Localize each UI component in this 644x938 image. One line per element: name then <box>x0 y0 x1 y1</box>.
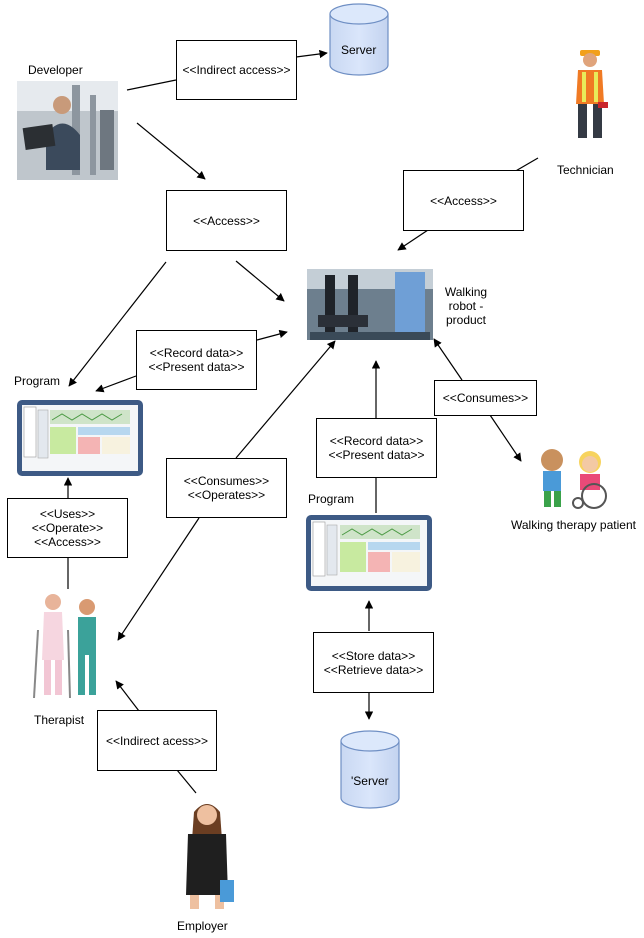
developer-label: Developer <box>28 63 83 77</box>
technician-label: Technician <box>557 163 614 177</box>
record-data-text-left: <<Record data>> <box>149 346 244 360</box>
consumes-to-patient-arrow <box>489 414 522 462</box>
therapist-figures <box>33 594 96 699</box>
retrieve-data-text: <<Retrieve data>> <box>323 662 424 677</box>
present-data-text-left: <<Present data>> <box>148 360 245 374</box>
access-box-developer: <<Access>> <box>166 190 287 251</box>
robot-photo <box>307 269 433 340</box>
patient-figures <box>541 449 607 509</box>
server-top-label: Server <box>341 43 377 57</box>
store-data-text: <<Store data>> <box>331 648 416 663</box>
record-present-box-left: <<Record data>> <<Present data>> <box>136 330 257 390</box>
indirect-access-box: <<Indirect access>> <box>176 40 297 100</box>
employer-to-indirect-line <box>176 769 197 794</box>
robot-label: Walking robot - product <box>444 285 488 327</box>
technician-figure <box>576 50 608 138</box>
server-top-cylinder <box>329 3 389 76</box>
consumes-operates-to-robot-arrow <box>235 340 336 459</box>
record-data-text-right: <<Record data>> <box>329 434 424 448</box>
program-right-label: Program <box>308 492 355 506</box>
consumes-text: <<Consumes>> <box>442 391 529 405</box>
access-text-technician: <<Access>> <box>430 193 497 208</box>
indirect-to-therapist-arrow <box>115 680 140 712</box>
consumes-to-robot-arrow <box>433 338 463 381</box>
store-retrieve-box: <<Store data>> <<Retrieve data>> <box>313 632 434 693</box>
present-data-text-right: <<Present data>> <box>328 448 425 462</box>
indirect-box-to-server-arrow <box>295 49 328 59</box>
developer-photo <box>17 81 118 180</box>
consumes-text-2: <<Consumes>> <box>183 474 270 488</box>
record-to-program-arrow <box>95 375 137 393</box>
operates-text: <<Operates>> <box>187 488 266 502</box>
program-right-screenshot <box>306 515 432 591</box>
therapist-label: Therapist <box>34 713 85 727</box>
indirect-acess-text: <<Indirect acess>> <box>105 733 209 748</box>
patient-label: Walking therapy patient <box>511 518 636 532</box>
employer-label: Employer <box>177 919 228 933</box>
consumes-box: <<Consumes>> <box>434 380 537 416</box>
server-bottom-label: 'Server <box>351 774 389 788</box>
access-to-robot-arrow-tech <box>397 229 429 251</box>
record-to-robot-arrow <box>256 329 288 341</box>
developer-to-indirect-box-line <box>126 79 177 91</box>
indirect-access-text: <<Indirect access>> <box>182 63 291 77</box>
server-bottom-cylinder <box>340 730 400 809</box>
record-present-box-right: <<Record data>> <<Present data>> <box>316 418 437 478</box>
consumes-operates-box: <<Consumes>> <<Operates>> <box>166 458 287 518</box>
access-to-robot-arrow <box>235 260 285 302</box>
operate-text: <<Operate>> <box>31 521 104 535</box>
program-left-screenshot <box>17 400 143 476</box>
developer-to-access-arrow <box>136 122 206 180</box>
access-text-developer: <<Access>> <box>193 213 260 228</box>
access-box-technician: <<Access>> <box>403 170 524 231</box>
uses-operate-access-box: <<Uses>> <<Operate>> <<Access>> <box>7 498 128 558</box>
connectors <box>63 49 539 794</box>
indirect-acess-box: <<Indirect acess>> <box>97 710 217 771</box>
employer-figure <box>186 804 234 909</box>
access-to-program-arrow <box>68 261 167 387</box>
access-text-therapist: <<Access>> <box>34 535 101 549</box>
consumes-operates-to-therapist-arrow <box>117 517 200 641</box>
program-left-label: Program <box>14 374 61 388</box>
uses-text: <<Uses>> <box>39 507 96 521</box>
